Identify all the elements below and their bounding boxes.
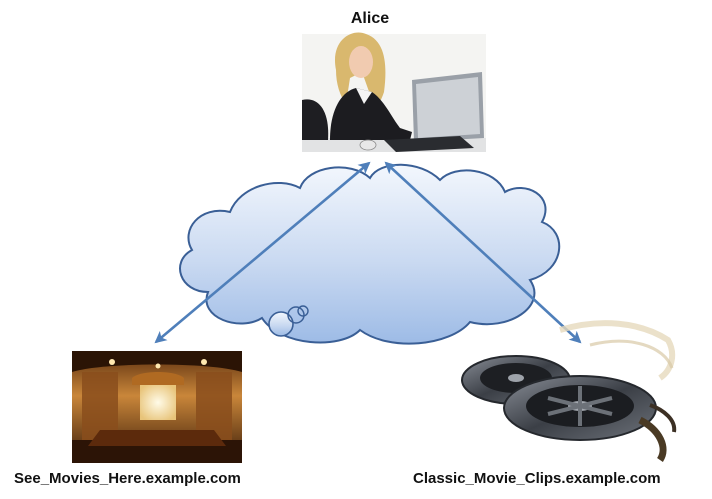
alice-label: Alice [350, 10, 390, 27]
film-reels-photo [461, 320, 677, 462]
thought-bubble-large [268, 311, 294, 337]
alice-photo [302, 32, 486, 152]
arrow-alice-to-classic-clips [384, 161, 582, 344]
theater-photo [72, 351, 242, 463]
internet-cloud [179, 163, 561, 345]
arrow-alice-to-see-movies [154, 161, 371, 344]
classic-clips-site-label: Classic_Movie_Clips.example.com [413, 470, 661, 487]
see-movies-site-label: See_Movies_Here.example.com [14, 470, 241, 487]
